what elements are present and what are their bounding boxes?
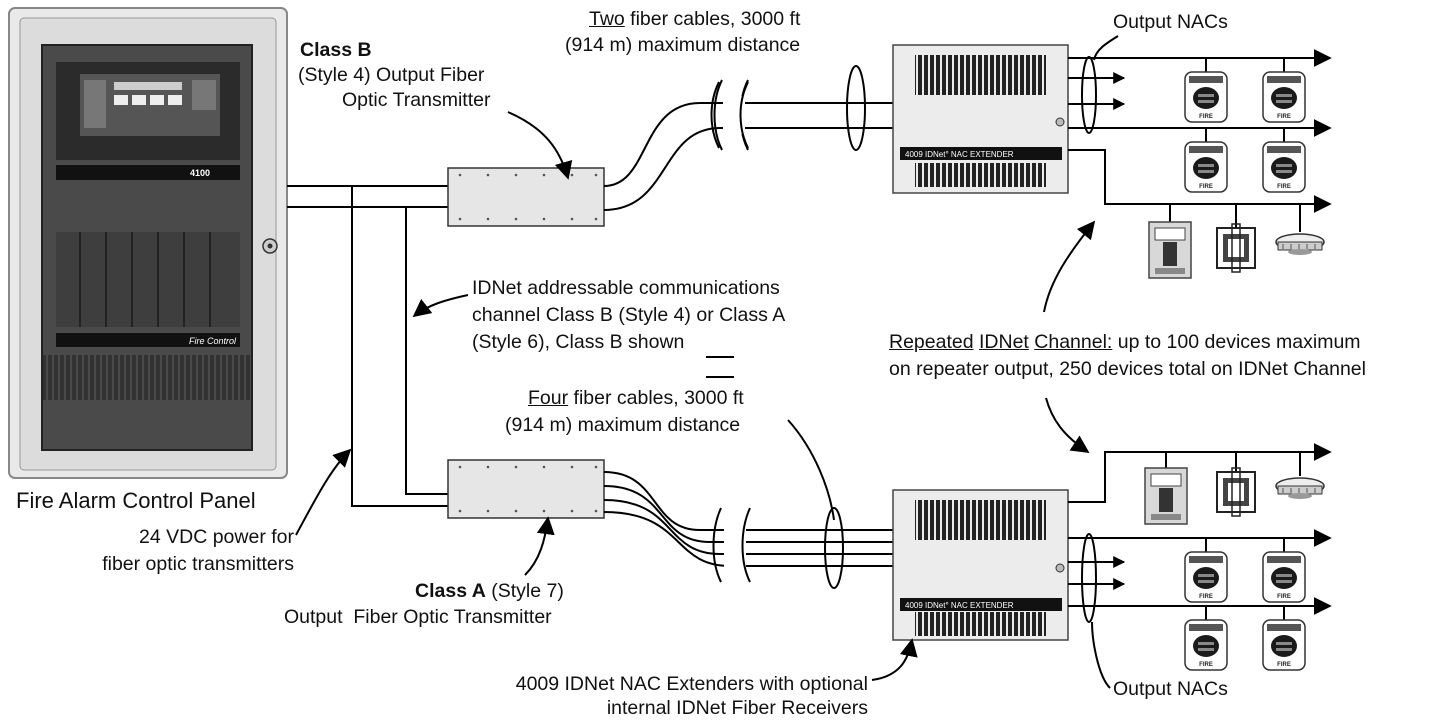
repeated-u2: IDNet <box>979 331 1029 353</box>
four-fiber-underlined: Four <box>528 387 569 409</box>
idnet-module-icon <box>1216 467 1256 517</box>
idnet-line2: channel Class B (Style 4) or Class A <box>472 304 786 326</box>
idnet-line3: (Style 6), Class B shown <box>472 331 685 353</box>
nac-strobe-icon <box>1184 551 1228 603</box>
class-a-bold: Class A <box>415 580 486 602</box>
class-a-label: Class A (Style 7) <box>415 580 564 603</box>
class-b-bold: Class B <box>300 39 372 61</box>
nac-strobe-icon <box>1262 551 1306 603</box>
class-a-line2: Output Fiber Optic Transmitter <box>284 606 552 628</box>
nac-strobe-icon <box>1262 71 1306 123</box>
nac-strobe-icon <box>1262 141 1306 193</box>
two-fiber-label: Two fiber cables, 3000 ft <box>589 8 800 31</box>
panel-brand-label: Fire Control <box>189 336 237 346</box>
four-fiber-label: Four fiber cables, 3000 ft <box>528 387 744 410</box>
repeated-rest: up to 100 devices maximum <box>1112 331 1361 353</box>
repeated-line2: on repeater output, 250 devices total on… <box>889 358 1366 380</box>
idnet-wiring <box>287 185 448 507</box>
extenders-line1: 4009 IDNet NAC Extenders with optional <box>515 673 868 695</box>
class-a-rest: (Style 7) <box>485 580 564 602</box>
nac-extender-bottom: 4009 IDNet° NAC EXTENDER <box>892 489 1069 641</box>
power-line2: fiber optic transmitters <box>102 553 294 575</box>
output-nacs-top: Output NACs <box>1113 11 1228 33</box>
repeated-u1: Repeated <box>889 331 974 353</box>
pull-station-icon <box>1144 467 1188 525</box>
panel-label: Fire Alarm Control Panel <box>16 488 256 513</box>
four-fiber-rest: fiber cables, 3000 ft <box>568 387 744 409</box>
bottom-output-wiring <box>1068 443 1332 623</box>
top-output-wiring <box>1068 49 1332 232</box>
smoke-detector-icon <box>1275 233 1325 256</box>
two-fiber-cables <box>603 65 893 211</box>
extender-plate-top: 4009 IDNet° NAC EXTENDER <box>905 150 1014 159</box>
class-b-line1: (Style 4) Output Fiber <box>298 64 485 86</box>
two-fiber-underlined: Two <box>589 8 625 30</box>
idnet-line1: IDNet addressable communications <box>472 277 780 299</box>
repeated-u3: Channel: <box>1034 331 1113 353</box>
class-b-label: Class B <box>300 39 372 62</box>
class-a-transmitter <box>447 459 605 519</box>
extenders-line2: internal IDNet Fiber Receivers <box>606 697 868 719</box>
nac-extender-top: 4009 IDNet° NAC EXTENDER <box>892 44 1069 194</box>
nac-strobe-icon <box>1184 71 1228 123</box>
panel-model-label: 4100 <box>190 168 210 178</box>
callout-arrows <box>295 35 1119 689</box>
nac-strobe-icon <box>1262 619 1306 671</box>
class-b-transmitter <box>447 167 605 227</box>
four-fiber-cables <box>603 471 893 589</box>
four-fiber-line2: (914 m) maximum distance <box>505 414 741 436</box>
nac-strobe-icon <box>1184 619 1228 671</box>
repeated-line1: Repeated IDNet Channel: up to 100 device… <box>889 331 1361 354</box>
extender-plate-bottom: 4009 IDNet° NAC EXTENDER <box>905 601 1014 610</box>
two-fiber-rest: fiber cables, 3000 ft <box>624 8 801 30</box>
nac-strobe-icon <box>1184 141 1228 193</box>
power-line1: 24 VDC power for <box>139 526 294 548</box>
pull-station-icon <box>1148 221 1192 279</box>
idnet-module-icon <box>1216 223 1256 273</box>
class-b-line2: Optic Transmitter <box>342 89 491 111</box>
fire-alarm-control-panel: 4100 Fire Control <box>8 7 288 479</box>
output-nacs-bottom: Output NACs <box>1113 678 1228 700</box>
smoke-detector-icon <box>1275 477 1325 500</box>
two-fiber-line2: (914 m) maximum distance <box>565 34 801 56</box>
